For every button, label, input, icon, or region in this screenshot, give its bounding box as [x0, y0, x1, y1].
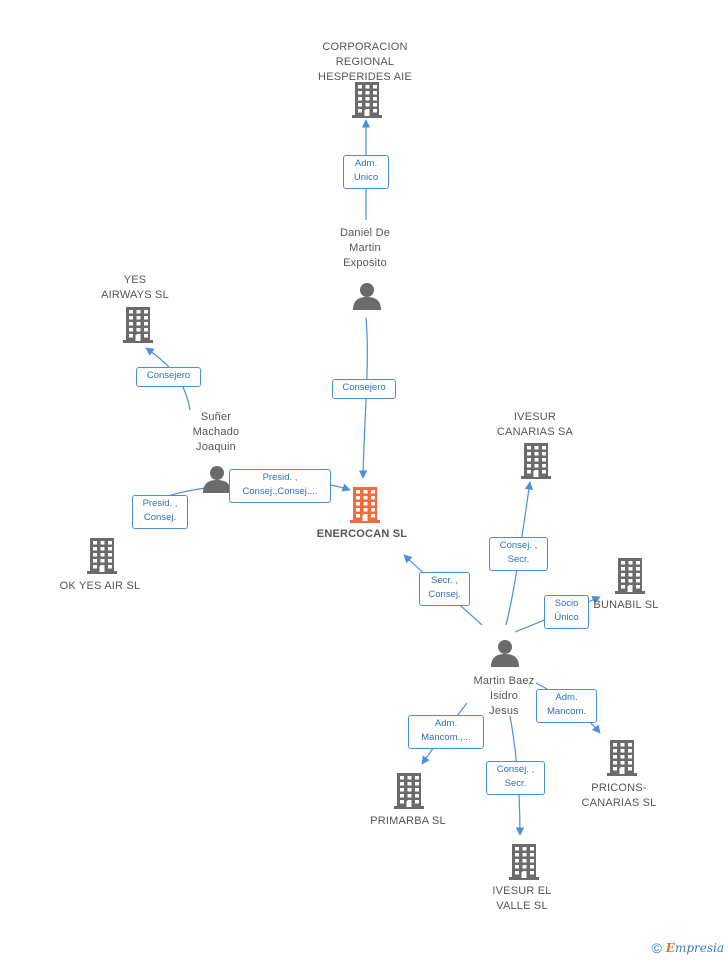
- edge-label-martin-to-enercocan[interactable]: Secr. , Consej.: [419, 572, 470, 606]
- edge-label-martin-to-ivesur_canarias[interactable]: Consej. , Secr.: [489, 537, 548, 571]
- edge-label-martin-to-pricons[interactable]: Adm. Mancom.: [536, 689, 597, 723]
- brand-initial: E: [665, 941, 675, 955]
- building-icon-ivesur_canarias[interactable]: [521, 443, 551, 484]
- building-icon-ivesur_valle[interactable]: [509, 844, 539, 885]
- node-label-primarba[interactable]: PRIMARBA SL: [370, 815, 446, 827]
- person-icon-suner[interactable]: [203, 465, 231, 498]
- building-icon-bunabil[interactable]: [615, 558, 645, 599]
- node-label-yes_airways[interactable]: YES AIRWAYS SL: [101, 274, 169, 301]
- building-icon-corporacion[interactable]: [352, 82, 382, 123]
- node-label-enercocan[interactable]: ENERCOCAN SL: [316, 528, 408, 540]
- edge-label-suner-to-yes_airways[interactable]: Consejero: [136, 367, 201, 387]
- node-label-pricons[interactable]: PRICONS- CANARIAS SL: [581, 782, 657, 809]
- building-icon-ok_yes_air[interactable]: [87, 538, 117, 579]
- person-icon-martin[interactable]: [491, 639, 519, 672]
- edge-label-martin-to-ivesur_valle[interactable]: Consej. , Secr.: [486, 761, 545, 795]
- copyright-icon: ©: [651, 940, 662, 956]
- node-label-ok_yes_air[interactable]: OK YES AIR SL: [59, 580, 141, 592]
- edge-label-suner-to-ok_yes_air[interactable]: Presid. , Consej.: [132, 495, 188, 529]
- edge-label-suner-to-enercocan[interactable]: Presid. , Consej.,Consej....: [229, 469, 331, 503]
- building-icon-yes_airways[interactable]: [123, 307, 153, 348]
- brand-name: mpresia: [674, 941, 724, 955]
- edge-label-martin-to-bunabil[interactable]: Socio Único: [544, 595, 589, 629]
- building-icon-primarba[interactable]: [394, 773, 424, 814]
- building-icon-pricons[interactable]: [607, 740, 637, 781]
- edge-label-daniel-to-corporacion[interactable]: Adm. Unico: [343, 155, 389, 189]
- building-icon-enercocan[interactable]: [350, 487, 380, 528]
- node-label-ivesur_valle[interactable]: IVESUR EL VALLE SL: [492, 885, 552, 912]
- node-label-bunabil[interactable]: BUNABIL SL: [593, 599, 659, 611]
- node-label-daniel[interactable]: Daniel De Martin Exposito: [339, 227, 391, 269]
- edge-label-daniel-to-enercocan[interactable]: Consejero: [332, 379, 396, 399]
- footer-brand[interactable]: © Empresia: [651, 940, 724, 956]
- node-label-martin[interactable]: Martin Baez Isidro Jesus: [473, 675, 535, 717]
- node-label-suner[interactable]: Suñer Machado Joaquin: [192, 411, 240, 453]
- node-label-corporacion[interactable]: CORPORACION REGIONAL HESPERIDES AIE: [318, 41, 412, 83]
- edge-label-martin-to-primarba[interactable]: Adm. Mancom.,...: [408, 715, 484, 749]
- person-icon-daniel[interactable]: [353, 282, 381, 315]
- node-label-ivesur_canarias[interactable]: IVESUR CANARIAS SA: [496, 411, 574, 438]
